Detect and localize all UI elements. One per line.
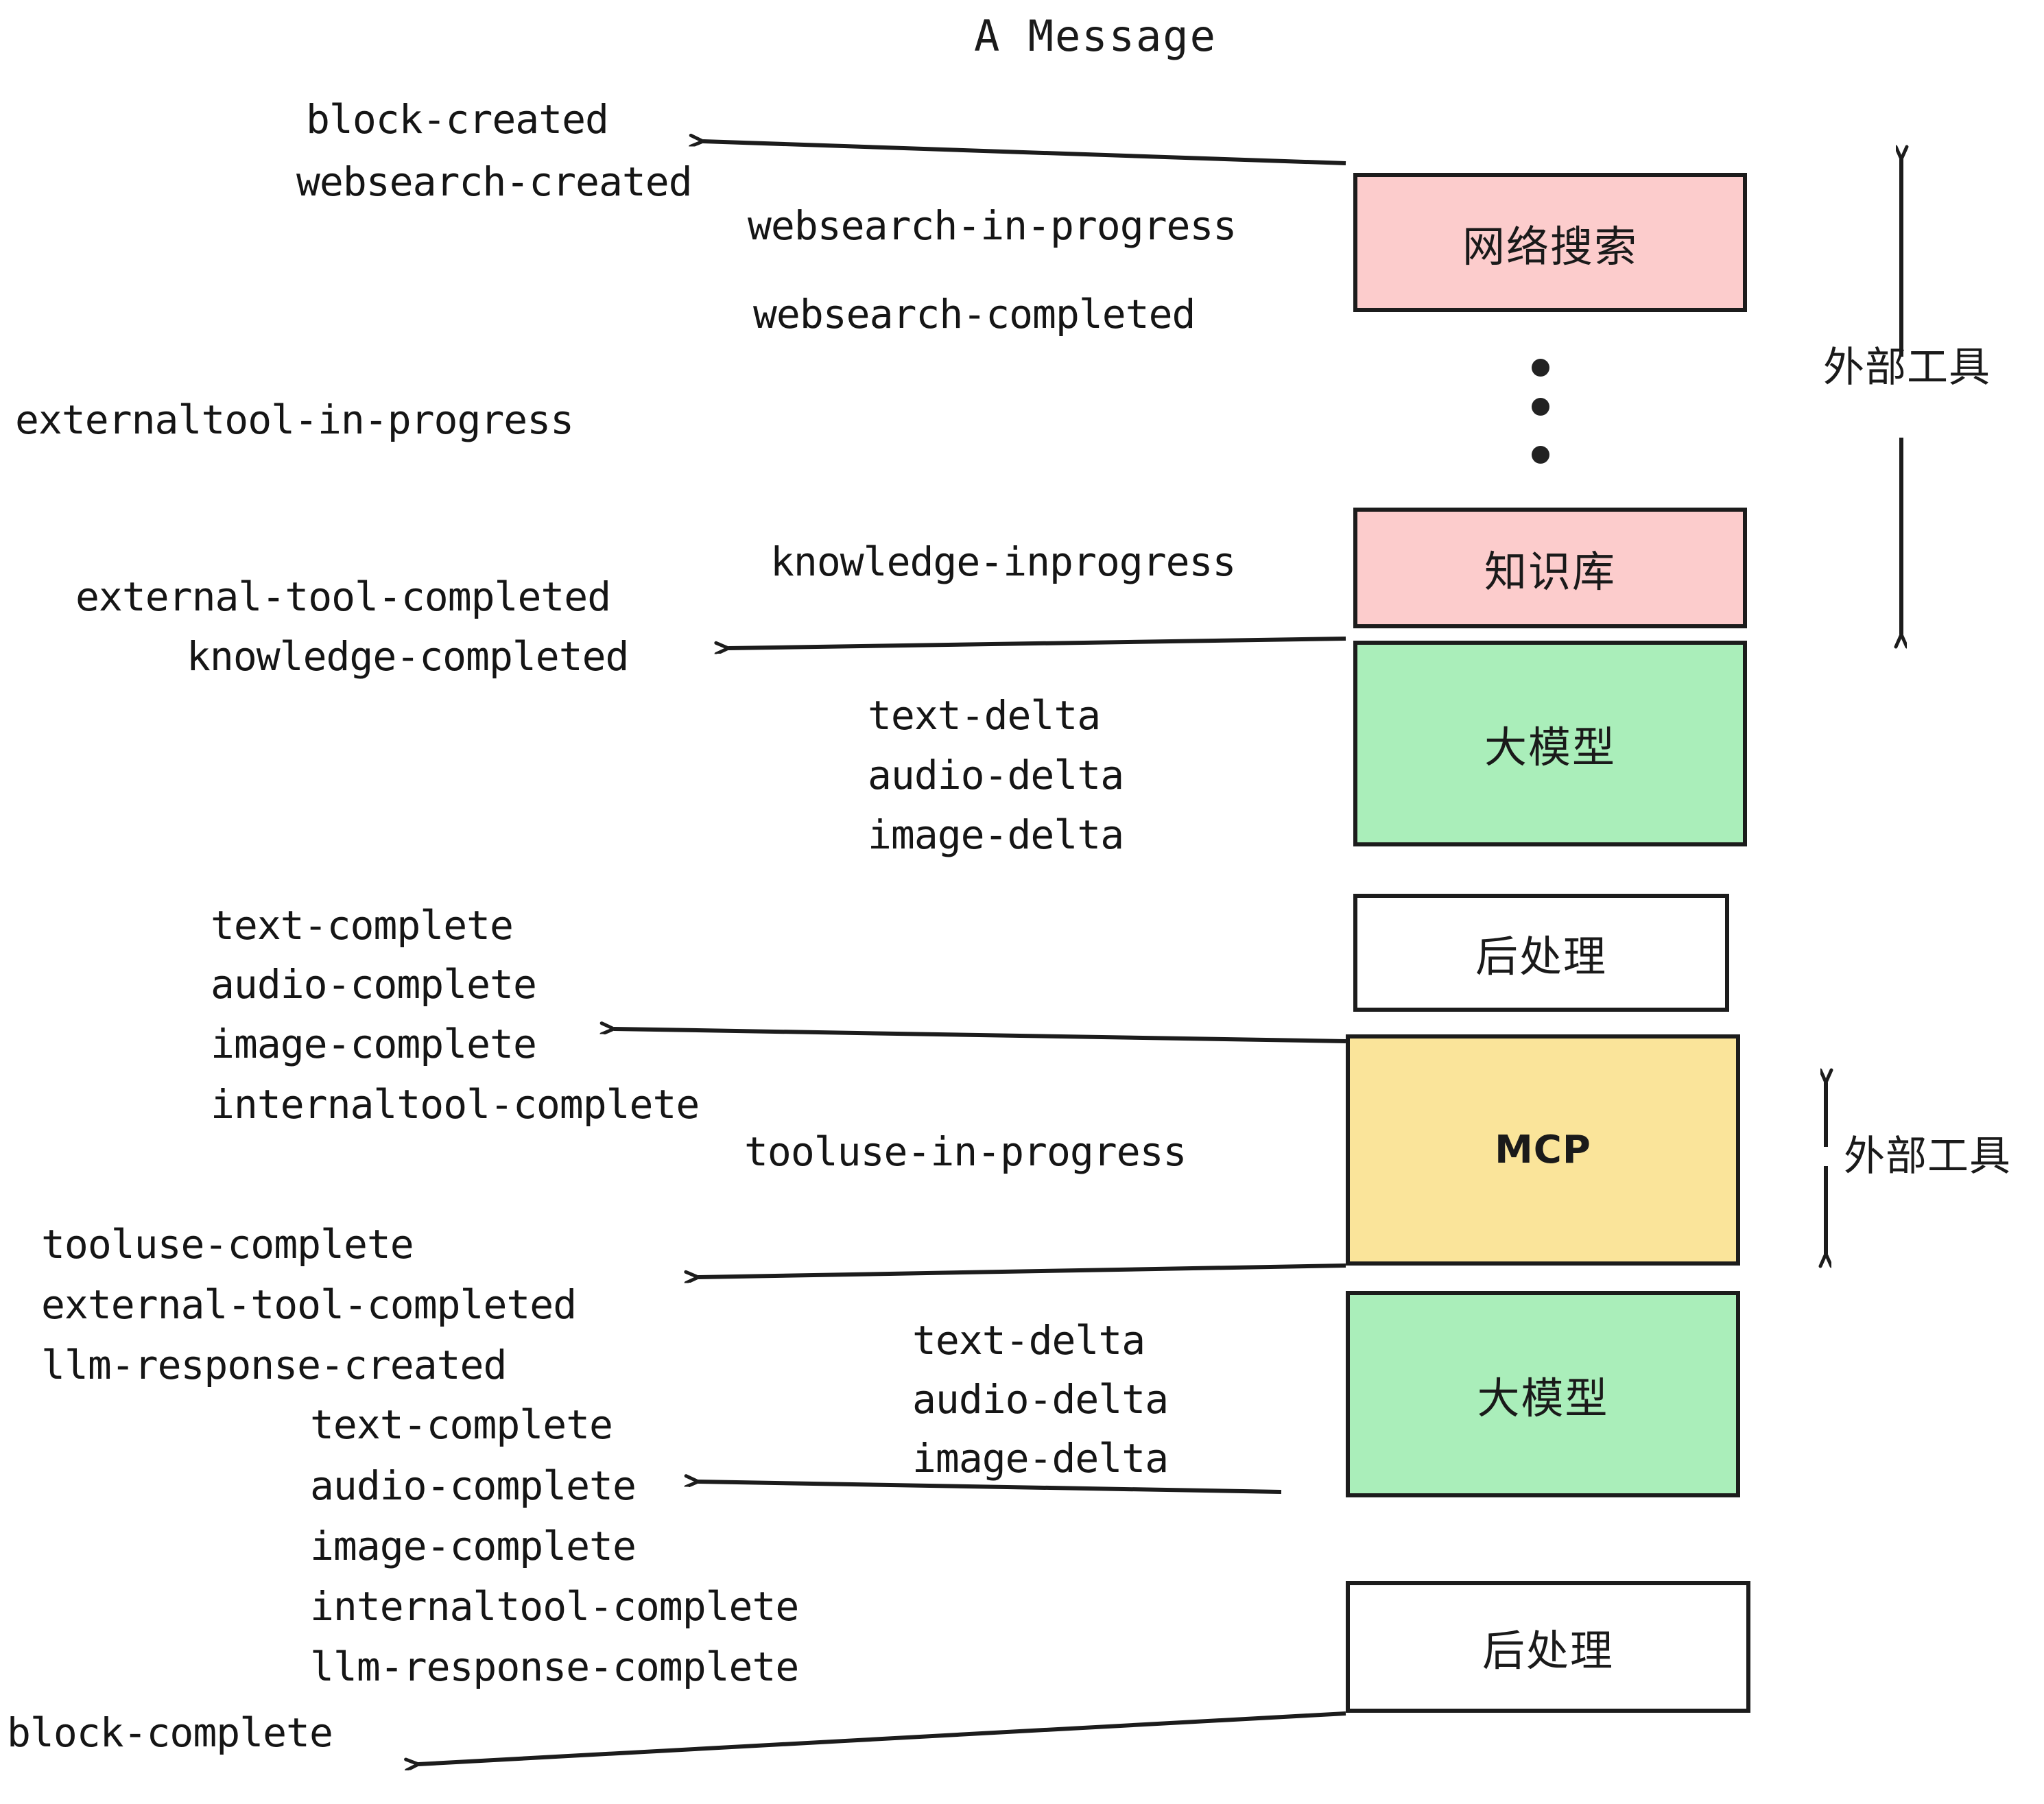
node-knowledge[interactable]: 知识库 bbox=[1353, 508, 1747, 628]
event-label-image-delta-1: image-delta bbox=[868, 811, 1124, 858]
event-label-llm-response-complete: llm-response-complete bbox=[310, 1643, 799, 1690]
event-label-image-complete-2: image-complete bbox=[310, 1523, 637, 1569]
side-label-external-tool-upper: 外部工具 bbox=[1823, 344, 1990, 392]
arrow-audio-complete bbox=[698, 1482, 1282, 1494]
event-label-image-complete-1: image-complete bbox=[211, 1021, 537, 1067]
event-label-audio-complete-2: audio-complete bbox=[310, 1462, 637, 1509]
event-label-internaltool-complete-2: internaltool-complete bbox=[310, 1583, 799, 1630]
event-label-text-complete-1: text-complete bbox=[211, 902, 514, 949]
arrow-block-complete bbox=[418, 1711, 1346, 1764]
event-label-text-complete-2: text-complete bbox=[310, 1401, 613, 1448]
side-label-external-tool-lower: 外部工具 bbox=[1844, 1132, 2011, 1180]
node-llm-first-label: 大模型 bbox=[1484, 722, 1616, 772]
event-label-block-complete: block-complete bbox=[7, 1709, 333, 1756]
event-label-knowledge-inprogress: knowledge-inprogress bbox=[770, 538, 1236, 585]
node-knowledge-label: 知识库 bbox=[1484, 547, 1616, 597]
node-mcp-label: MCP bbox=[1495, 1128, 1591, 1172]
node-postprocess-first-label: 后处理 bbox=[1475, 931, 1607, 982]
node-llm-first[interactable]: 大模型 bbox=[1353, 641, 1747, 846]
arrow-block-created bbox=[703, 141, 1346, 165]
vertical-ellipsis-dot-3 bbox=[1532, 446, 1549, 464]
event-label-tooluse-in-progress: tooluse-in-progress bbox=[744, 1128, 1187, 1175]
event-label-websearch-in-progress: websearch-in-progress bbox=[748, 202, 1237, 249]
event-label-audio-delta-2: audio-delta bbox=[912, 1376, 1169, 1423]
node-mcp[interactable]: MCP bbox=[1346, 1034, 1740, 1266]
node-postprocess-second-label: 后处理 bbox=[1482, 1626, 1614, 1676]
node-postprocess-second[interactable]: 后处理 bbox=[1346, 1581, 1750, 1713]
node-llm-second[interactable]: 大模型 bbox=[1346, 1291, 1740, 1497]
vertical-ellipsis-dot-2 bbox=[1532, 398, 1549, 416]
page-title: A Message bbox=[974, 11, 1217, 61]
event-label-text-delta-1: text-delta bbox=[868, 692, 1101, 739]
node-llm-second-label: 大模型 bbox=[1477, 1373, 1609, 1423]
event-label-websearch-created: websearch-created bbox=[296, 158, 693, 205]
event-label-audio-complete-1: audio-complete bbox=[211, 961, 537, 1008]
event-label-internaltool-complete-1: internaltool-complete bbox=[211, 1081, 700, 1128]
event-label-external-tool-completed-2: external-tool-completed bbox=[41, 1281, 577, 1328]
event-label-websearch-completed: websearch-completed bbox=[753, 291, 1196, 337]
event-label-external-tool-completed-1: external-tool-completed bbox=[75, 573, 611, 620]
event-label-externaltool-in-progress: externaltool-in-progress bbox=[15, 396, 574, 443]
node-websearch[interactable]: 网络搜索 bbox=[1353, 173, 1747, 312]
event-label-text-delta-2: text-delta bbox=[912, 1317, 1145, 1364]
vertical-ellipsis-dot-1 bbox=[1532, 359, 1549, 377]
arrow-tooluse-complete bbox=[698, 1263, 1346, 1277]
event-label-audio-delta-1: audio-delta bbox=[868, 752, 1124, 798]
event-label-knowledge-completed: knowledge-completed bbox=[187, 633, 629, 680]
event-label-tooluse-complete: tooluse-complete bbox=[41, 1221, 414, 1268]
event-label-block-created: block-created bbox=[306, 96, 609, 143]
node-websearch-label: 网络搜索 bbox=[1462, 221, 1638, 272]
event-label-image-delta-2: image-delta bbox=[912, 1435, 1169, 1482]
arrow-knowledge-completed bbox=[728, 637, 1346, 648]
arrow-image-complete bbox=[614, 1029, 1346, 1043]
event-label-llm-response-created: llm-response-created bbox=[41, 1342, 507, 1388]
node-postprocess-first[interactable]: 后处理 bbox=[1353, 894, 1729, 1012]
